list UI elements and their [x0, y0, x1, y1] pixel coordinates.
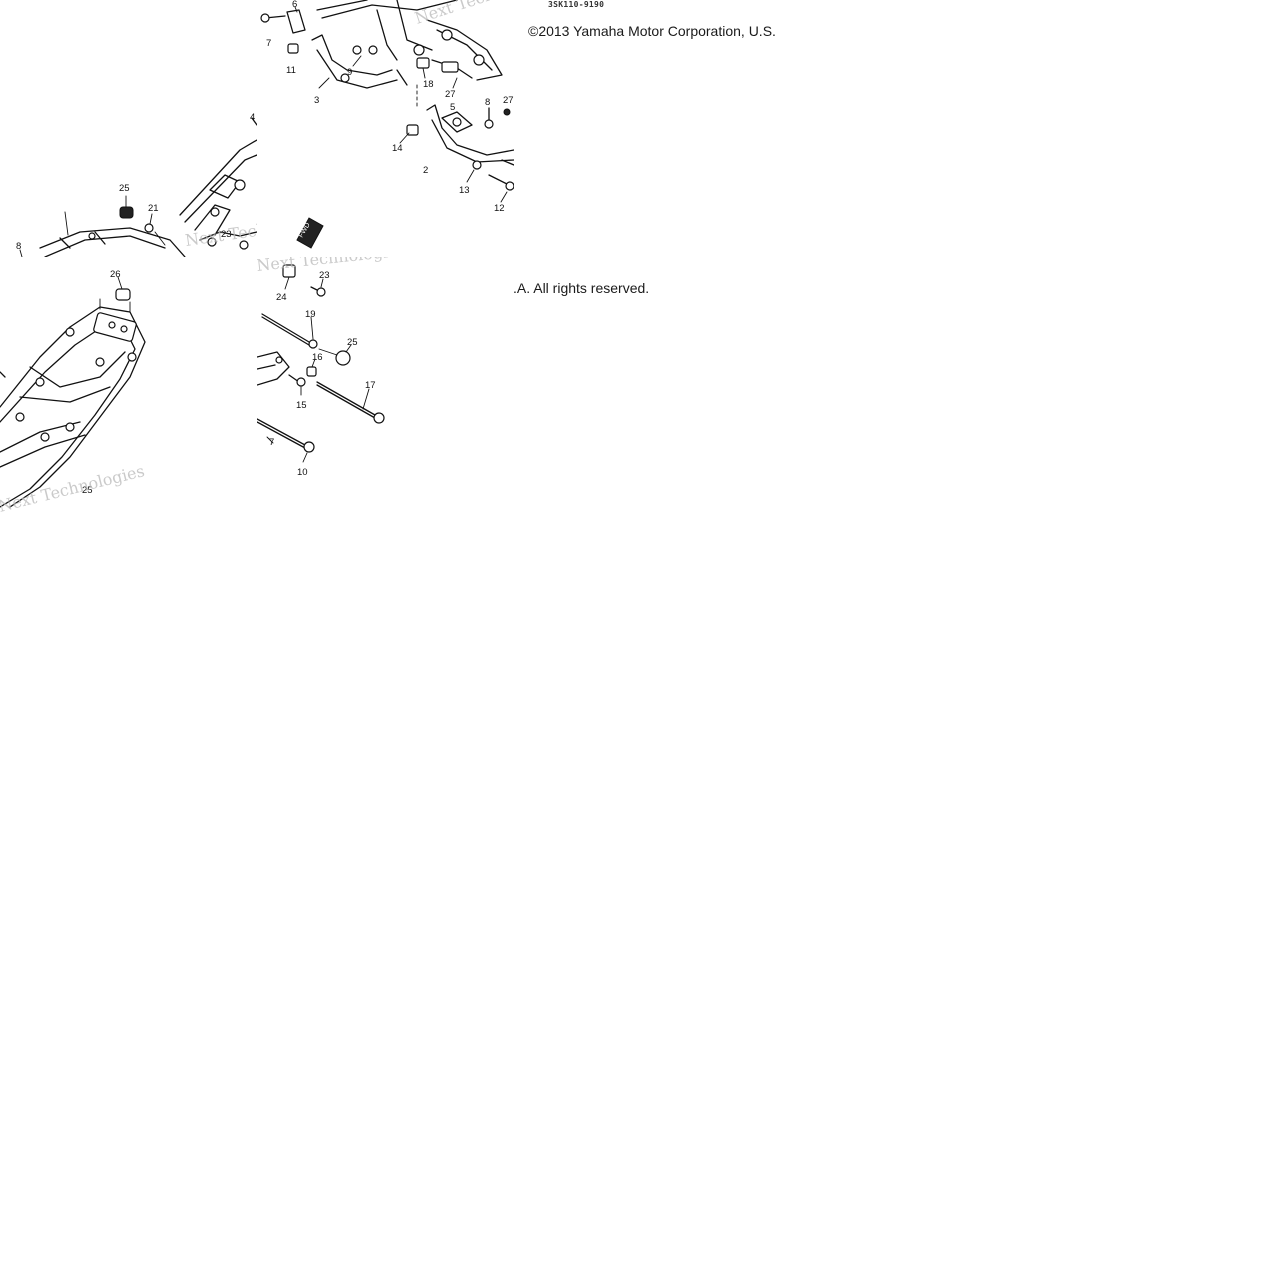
- watermark-text: Next Technologies: [0, 461, 146, 514]
- part-label: 14: [392, 143, 403, 154]
- frame-rear-drawing: 4 25 21 8 23 Next Technologies: [16, 112, 257, 257]
- diagram-tile-engine-brackets: FWD 6 7 11 9 3 18 27 5 8 27 14 2 13 12 N…: [257, 0, 514, 257]
- part-label: 2: [423, 165, 428, 176]
- part-label: 7: [266, 38, 271, 49]
- part-label: 10: [297, 467, 308, 478]
- part-label: 9: [347, 67, 352, 78]
- part-label: 13: [459, 185, 470, 196]
- part-label: 27: [445, 89, 456, 100]
- rights-reserved-text: .A. All rights reserved.: [513, 280, 650, 296]
- part-label: 16: [312, 352, 323, 363]
- part-label: 17: [365, 380, 376, 391]
- part-label: 19: [305, 309, 316, 320]
- part-label: 26: [110, 269, 121, 280]
- diagram-tile-frame-rear: 4 25 21 8 23 Next Technologies: [0, 0, 257, 257]
- part-label: 23: [319, 270, 330, 281]
- part-label: 18: [423, 79, 434, 90]
- part-label: 4: [250, 112, 255, 123]
- part-label: 25: [119, 183, 130, 194]
- part-label: 8: [16, 241, 21, 252]
- engine-brackets-drawing: FWD 6 7 11 9 3 18 27 5 8 27 14 2 13 12 N…: [260, 0, 514, 249]
- part-label: 6: [292, 0, 297, 10]
- part-label: 5: [450, 102, 455, 113]
- diagram-tile-main-frame: 26 25 Next Technologies: [0, 257, 257, 514]
- part-label: 23: [221, 229, 232, 240]
- part-label: 27: [503, 95, 514, 106]
- part-label: 25: [347, 337, 358, 348]
- watermark-text: Next Technologies: [412, 0, 514, 28]
- part-label: 11: [286, 65, 296, 76]
- part-label: 21: [148, 203, 159, 214]
- part-label: 12: [494, 203, 505, 214]
- diagram-tile-mount-bolts: 23 24 19 25 16 15 17 7 10 Next Technolog…: [257, 257, 514, 514]
- diagram-reference-code: 3SK110-9190: [548, 0, 605, 9]
- copyright-text: ©2013 Yamaha Motor Corporation, U.S.: [528, 23, 776, 39]
- part-label: 24: [276, 292, 287, 303]
- part-label: 3: [314, 95, 319, 106]
- part-label: 7: [269, 437, 274, 448]
- watermark-text: Next Technologies: [257, 257, 407, 275]
- mount-bolts-drawing: 23 24 19 25 16 15 17 7 10 Next Technolog…: [257, 257, 407, 478]
- part-label: 8: [485, 97, 490, 108]
- main-frame-drawing: 26 25 Next Technologies: [0, 269, 146, 514]
- part-label: 15: [296, 400, 307, 411]
- part-label: 25: [82, 485, 93, 496]
